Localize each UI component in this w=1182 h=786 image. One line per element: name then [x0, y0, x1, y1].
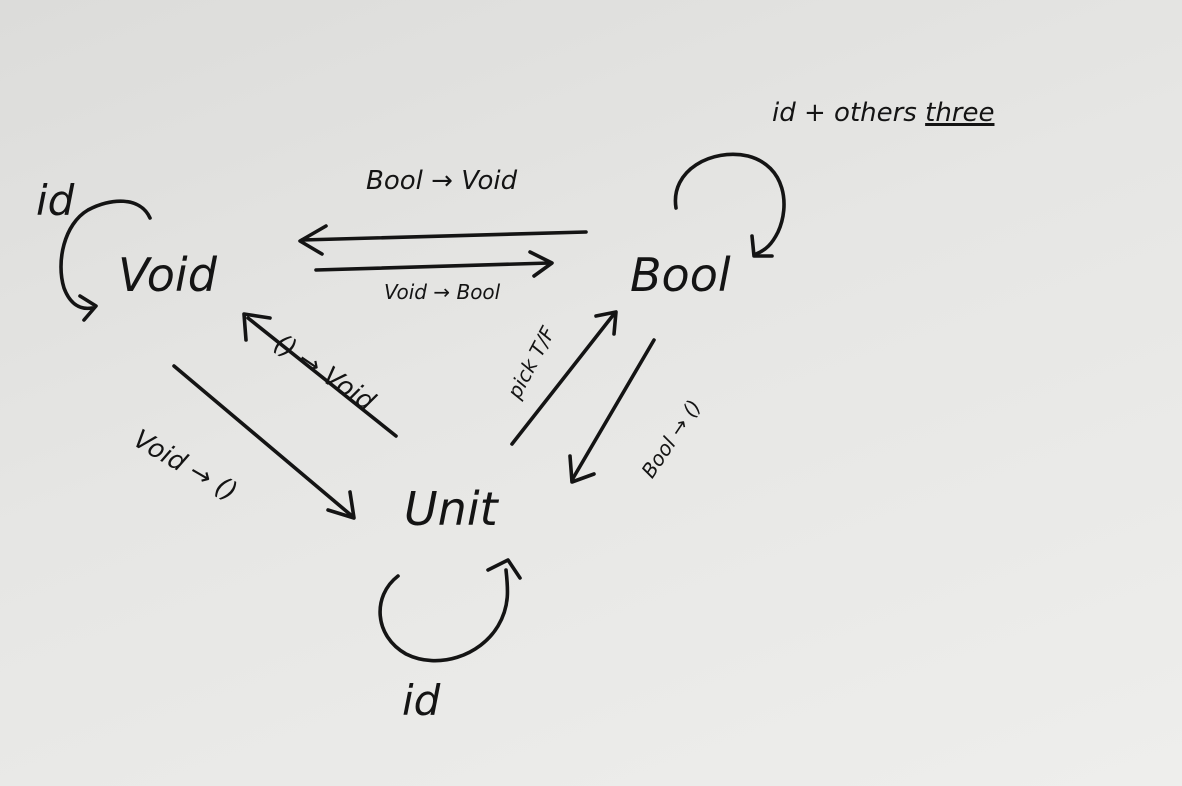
- bool-loop-label-emphasis: three: [925, 98, 995, 128]
- unit-loop-label: id: [402, 676, 441, 725]
- bool-to-unit-arrow: [570, 338, 656, 482]
- unit-node: Unit: [404, 482, 498, 536]
- bool-to-unit-arrowhead: [568, 454, 596, 484]
- unit-to-void-arrow: [246, 316, 398, 438]
- void-to-unit-arrow: [172, 364, 354, 518]
- bool-loop-arrowhead: [750, 234, 774, 258]
- bool-loop-label-prefix: id + others: [772, 98, 917, 128]
- bool-to-void-label: Bool → Void: [366, 166, 518, 196]
- void-to-unit-arrowhead: [326, 490, 356, 520]
- unit-loop-arrow: [378, 568, 510, 663]
- unit-to-void-arrowhead: [242, 312, 272, 342]
- void-to-bool-arrowhead: [528, 250, 554, 278]
- unit-to-bool-arrowhead: [594, 310, 618, 336]
- void-to-bool-label: Void → Bool: [384, 280, 501, 304]
- bool-to-void-arrowhead: [298, 224, 328, 256]
- void-loop-label: id: [36, 176, 75, 225]
- void-loop-arrowhead: [78, 294, 98, 322]
- unit-to-bool-arrow: [510, 312, 616, 446]
- bool-loop-arrow: [673, 152, 786, 256]
- void-to-bool-arrow: [314, 261, 552, 272]
- bool-loop-label: id + others three: [772, 100, 994, 126]
- bool-to-void-arrow: [300, 230, 588, 242]
- void-node: Void: [118, 248, 217, 302]
- void-loop-arrow: [59, 199, 152, 311]
- unit-loop-arrowhead: [486, 558, 522, 580]
- bool-node: Bool: [630, 248, 731, 302]
